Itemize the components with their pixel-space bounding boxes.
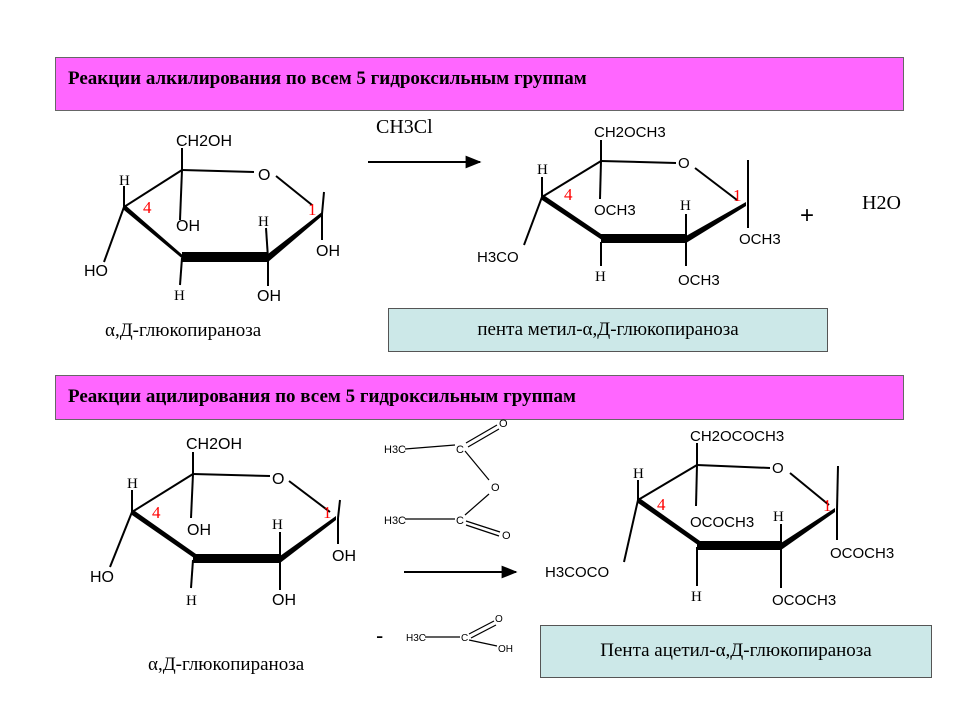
h3coco-label: H3COCO [545, 564, 609, 581]
alkylation-title: Реакции алкилирования по всем 5 гидрокси… [68, 68, 587, 89]
ch2och3-label: CH2OCH3 [594, 124, 666, 141]
h3c-label: H3C [384, 515, 406, 527]
ch2ococh3-label: CH2OCOCH3 [690, 428, 784, 445]
glucose-molecule-bottom: CH2OH O H 4 OH H 1 HO OH H OH [90, 436, 356, 609]
oh-label: OH [316, 243, 340, 260]
ring-oxygen: O [272, 471, 284, 488]
oh-label: OH [332, 548, 356, 565]
ococh3-label: OCOCH3 [830, 545, 894, 562]
h-label: H [680, 198, 691, 214]
carbon-number-1: 1 [323, 503, 332, 522]
h3co-label: H3CO [477, 249, 519, 266]
h-label: H [773, 509, 784, 525]
o-label: O [499, 418, 508, 430]
h-label: H [186, 593, 197, 609]
acetyl-glucoside-molecule: CH2OCOCH3 O H 4 OCOCH3 H 1 OCOCH3 H3COCO… [545, 428, 894, 609]
acetic-anhydride: H3C C O O H3C C O [384, 418, 511, 542]
methyl-product-box: пента метил-α,Д-глюкопираноза [388, 308, 828, 352]
ring-oxygen: O [772, 460, 784, 477]
carbon-number-4: 4 [152, 503, 161, 522]
och3-label: OCH3 [678, 272, 720, 289]
acetic-acid: H3C C O OH [406, 614, 513, 655]
carbon-number-4: 4 [657, 495, 666, 514]
carbon-number-1: 1 [733, 186, 742, 205]
acetyl-product-label: Пента ацетил-α,Д-глюкопираноза [600, 640, 872, 661]
c-label: C [456, 444, 464, 456]
c-label: C [461, 633, 468, 644]
carbon-number-4: 4 [143, 198, 152, 217]
h-label: H [119, 173, 130, 189]
h-label: H [595, 269, 606, 285]
h-label: H [127, 476, 138, 492]
acetyl-product-box: Пента ацетил-α,Д-глюкопираноза [540, 625, 932, 678]
oh-label: OH [257, 288, 281, 305]
bridge-oxygen: O [491, 482, 500, 494]
h3c-label: H3C [406, 633, 426, 644]
ho-label: HO [90, 569, 114, 586]
glucose-caption-top: α,Д-глюкопираноза [105, 320, 262, 341]
ococh3-label: OCOCH3 [690, 514, 754, 531]
h-label: H [272, 517, 283, 533]
water-product: H2O [862, 192, 901, 214]
ch2oh-label: CH2OH [186, 436, 242, 453]
h3c-label: H3C [384, 444, 406, 456]
ch3cl-reagent: CH3Cl [376, 116, 433, 138]
oh-label: OH [187, 522, 211, 539]
ring-oxygen: O [258, 167, 270, 184]
och3-label: OCH3 [739, 231, 781, 248]
oh-label: OH [498, 644, 513, 655]
plus-sign: + [800, 202, 814, 229]
ococh3-label: OCOCH3 [772, 592, 836, 609]
ch2oh-label: CH2OH [176, 133, 232, 150]
o-label: O [502, 530, 511, 542]
h-label: H [537, 162, 548, 178]
ring-oxygen: O [678, 155, 690, 172]
methyl-glucoside-molecule: CH2OCH3 O H 4 OCH3 H 1 OCH3 H3CO H OCH3 [477, 124, 781, 289]
ho-label: HO [84, 263, 108, 280]
carbon-number-1: 1 [308, 200, 317, 219]
alkylation-banner: Реакции алкилирования по всем 5 гидрокси… [55, 57, 904, 111]
h-label: H [174, 288, 185, 304]
minus-sign: - [376, 623, 383, 648]
oh-label: OH [176, 218, 200, 235]
h-label: H [258, 214, 269, 230]
o-label: O [495, 614, 503, 625]
carbon-number-4: 4 [564, 185, 573, 204]
och3-label: OCH3 [594, 202, 636, 219]
acylation-title: Реакции ацилирования по всем 5 гидроксил… [68, 386, 576, 407]
h-label: H [633, 466, 644, 482]
methyl-product-label: пента метил-α,Д-глюкопираноза [477, 319, 739, 340]
carbon-number-1: 1 [823, 496, 832, 515]
glucose-caption-bottom: α,Д-глюкопираноза [148, 654, 305, 675]
acylation-banner: Реакции ацилирования по всем 5 гидроксил… [55, 375, 904, 420]
h-label: H [691, 589, 702, 605]
glucose-molecule-top: CH2OH O H 4 OH H 1 HO OH H OH [84, 133, 340, 305]
c-label: C [456, 515, 464, 527]
oh-label: OH [272, 592, 296, 609]
